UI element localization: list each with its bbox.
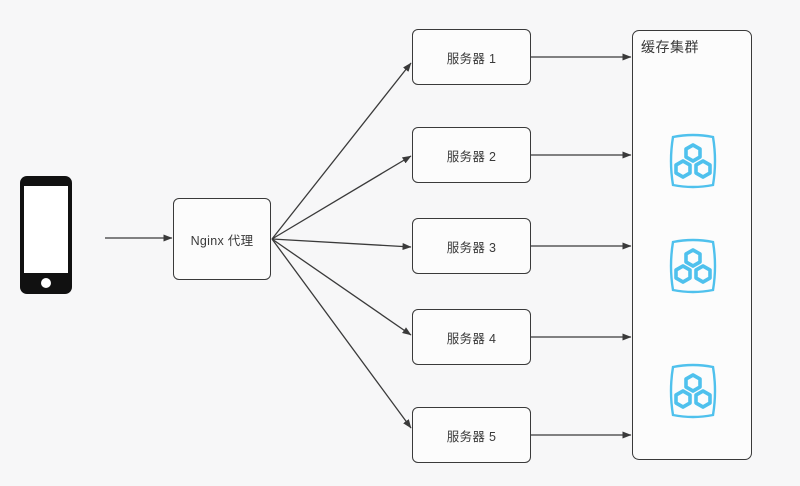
cache-hexagon-cluster-icon	[669, 238, 717, 294]
cache-cluster-title: 缓存集群	[641, 39, 699, 55]
node-nginx-proxy-label: Nginx 代理	[190, 233, 254, 248]
node-nginx-proxy[interactable]: Nginx 代理	[173, 198, 271, 280]
edge-proxy-to-server-3	[271, 238, 412, 251]
node-server-5-label: 服务器 5	[446, 429, 497, 444]
edge-proxy-to-server-2	[271, 155, 412, 240]
node-server-3-label: 服务器 3	[446, 240, 497, 255]
edge-proxy-to-server-1	[271, 62, 412, 240]
node-server-5[interactable]: 服务器 5	[412, 407, 531, 463]
node-server-4[interactable]: 服务器 4	[412, 309, 531, 365]
node-server-3[interactable]: 服务器 3	[412, 218, 531, 274]
mobile-phone-icon	[20, 176, 72, 294]
node-server-2-label: 服务器 2	[446, 149, 497, 164]
phone-screen	[24, 186, 68, 273]
edge-proxy-to-server-5	[271, 238, 412, 429]
edge-proxy-to-server-4	[271, 238, 412, 336]
cache-cluster-group[interactable]: 缓存集群	[632, 30, 752, 460]
node-server-1[interactable]: 服务器 1	[412, 29, 531, 85]
phone-home-button-icon	[41, 278, 51, 288]
cache-hexagon-cluster-icon	[669, 363, 717, 419]
node-server-4-label: 服务器 4	[446, 331, 497, 346]
cache-hexagon-cluster-icon	[669, 133, 717, 189]
node-server-2[interactable]: 服务器 2	[412, 127, 531, 183]
node-server-1-label: 服务器 1	[446, 51, 497, 66]
